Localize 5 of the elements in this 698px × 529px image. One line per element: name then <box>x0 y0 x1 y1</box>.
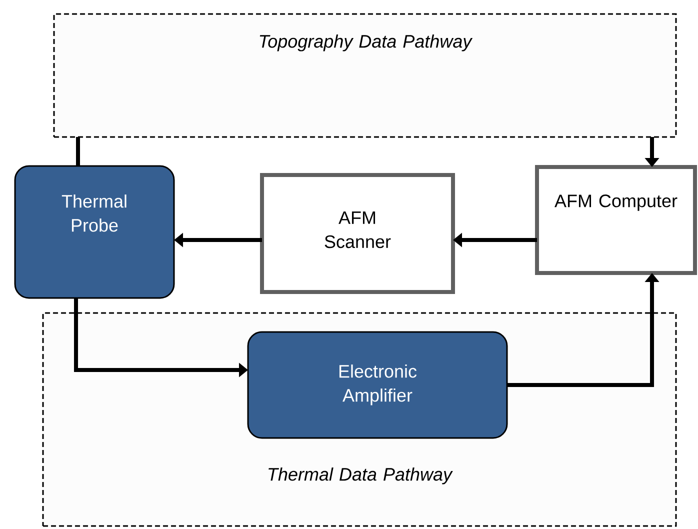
process-box: Electronic Amplifier <box>247 331 508 439</box>
process-box: AFM Scanner <box>260 173 455 294</box>
dashed-region: Topography Data Pathway <box>53 13 677 138</box>
process-box: Thermal Probe <box>14 165 175 299</box>
process-box: AFM Computer <box>535 165 697 275</box>
